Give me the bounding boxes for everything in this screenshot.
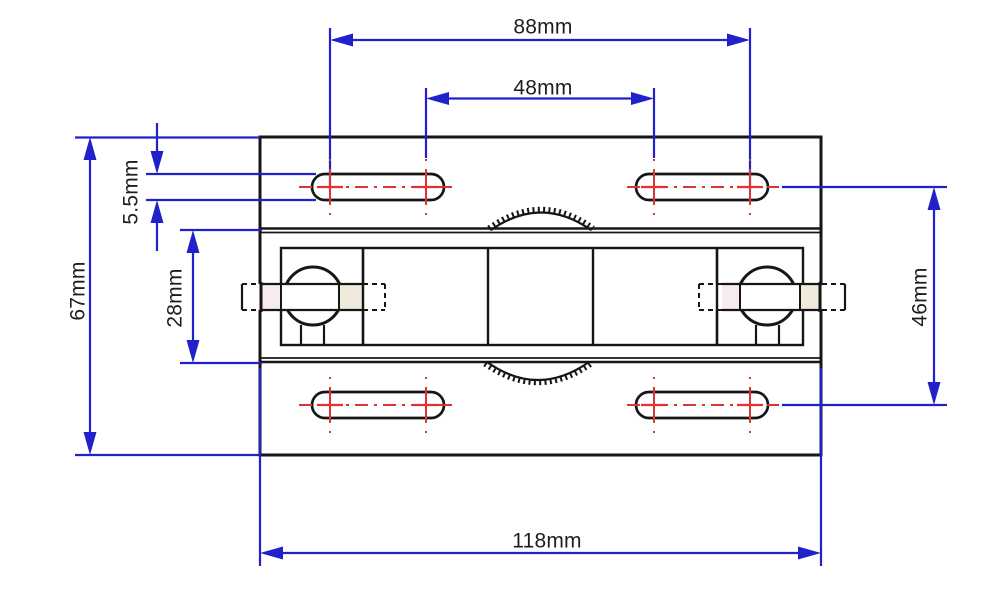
- dimension-lines: [75, 28, 947, 566]
- label-mid-section-height: 28mm: [163, 268, 187, 328]
- dim-5-5mm-arrow-up: [150, 200, 164, 223]
- label-slot-width: 5.5mm: [119, 159, 143, 225]
- dim-48mm: [424, 88, 656, 158]
- dim-5-5mm-arrow-down: [150, 151, 164, 174]
- axle-tab-left-beige-segment: [339, 284, 363, 310]
- dim-88mm: [328, 28, 752, 190]
- dim-67mm-arrow-bottom: [83, 432, 97, 455]
- boss-stems: [299, 325, 781, 345]
- dim-46mm: [782, 185, 947, 407]
- dim-46mm-arrow-bottom: [927, 382, 941, 405]
- axle-tab-right: [698, 282, 847, 312]
- dim-28mm-arrow-top: [186, 230, 200, 253]
- knurl-arc-top: [487, 206, 595, 231]
- part-geometry: [240, 135, 847, 457]
- axle-tab-right-pink-segment: [722, 284, 740, 310]
- dim-67mm-arrow-top: [83, 137, 97, 160]
- dim-46mm-arrow-top: [927, 187, 941, 210]
- knurl-arc-bottom-curve: [486, 361, 590, 381]
- dim-88mm-arrow-right: [727, 33, 750, 47]
- dim-118mm-arrow-left: [260, 546, 283, 560]
- label-top-inner-hole-spacing: 48mm: [513, 76, 573, 100]
- dim-118mm: [258, 368, 823, 566]
- label-top-outer-hole-spacing: 88mm: [513, 15, 573, 39]
- dim-88mm-arrow-left: [330, 33, 353, 47]
- dim-28mm: [180, 228, 262, 365]
- dim-118mm-arrow-right: [798, 546, 821, 560]
- hole-cross-arms: [317, 185, 763, 407]
- knurl-arc-top-curve: [490, 211, 592, 231]
- dim-48mm-arrow-right: [631, 92, 654, 105]
- dim-48mm-arrow-left: [426, 92, 449, 105]
- axle-tab-right-beige-segment: [800, 284, 822, 310]
- centerlines: [299, 159, 779, 433]
- label-slot-row-spacing: 46mm: [908, 267, 932, 327]
- axle-tab-left-pink-segment: [262, 284, 281, 310]
- label-overall-height: 67mm: [66, 261, 90, 321]
- dim-28mm-arrow-bottom: [186, 340, 200, 363]
- label-overall-width: 118mm: [512, 529, 582, 553]
- dim-5-5mm: [146, 123, 316, 251]
- dim-67mm: [75, 136, 260, 457]
- axle-tab-left: [240, 282, 386, 312]
- axle-tab-right-body: [699, 284, 845, 310]
- knurl-arc-bottom: [483, 361, 593, 386]
